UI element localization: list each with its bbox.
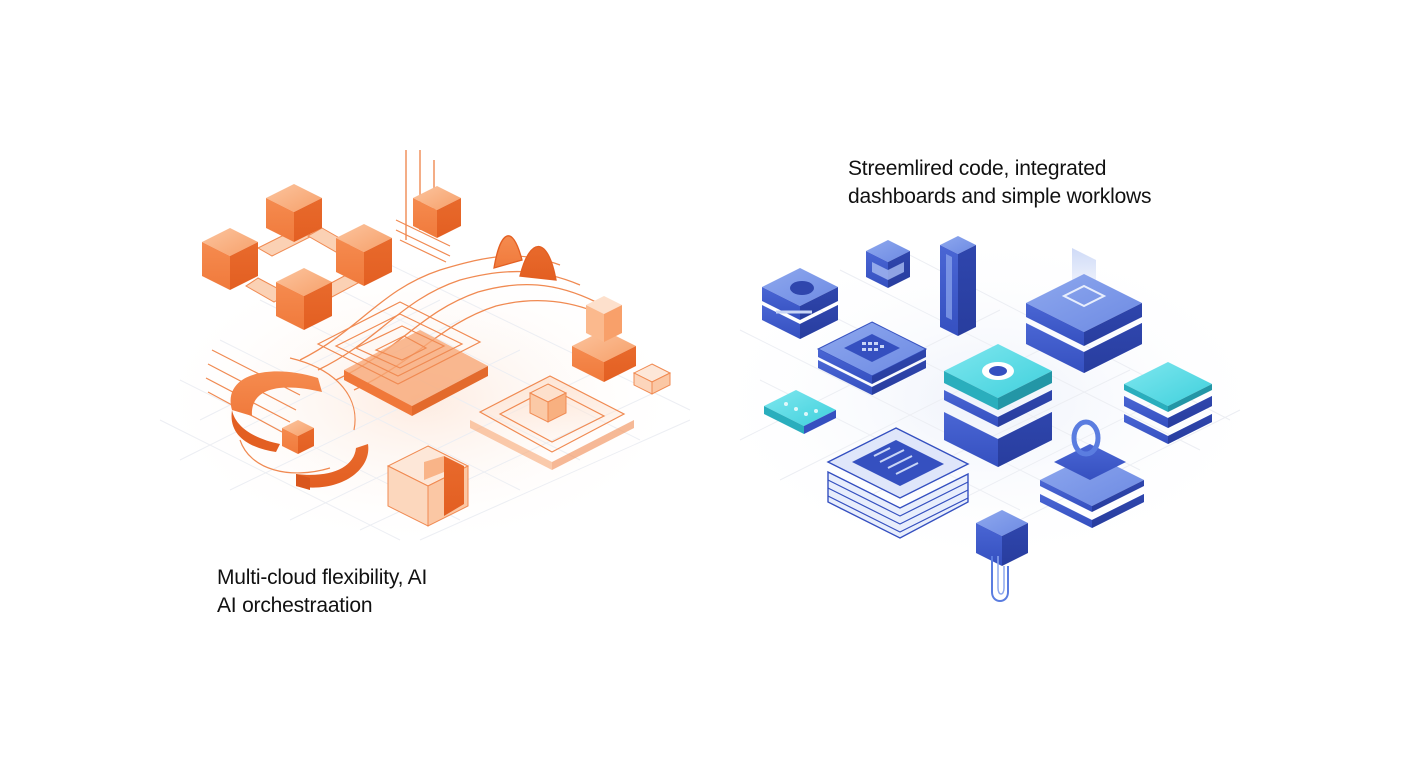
caption-right: Streemlired code, integrated dashboards … [848, 155, 1152, 211]
caption-right-line2: dashboards and simple worklows [848, 185, 1152, 208]
teal-core-stack-icon [944, 344, 1052, 467]
caption-left-line2: AI orchestraation [217, 594, 373, 617]
teal-keypad-icon [764, 390, 836, 434]
chip-tile-icon [816, 321, 928, 395]
caption-right-line1: Streemlired code, integrated [848, 157, 1107, 180]
cube-pin-icon [976, 510, 1028, 602]
document-stack-icon [826, 427, 970, 539]
spiral-platform-icon [316, 301, 488, 416]
glass-cube-icon [386, 445, 470, 527]
linked-cubes-icon [202, 184, 392, 330]
stacked-cubes-icon [572, 296, 672, 395]
ring-orbit-icon [205, 349, 369, 490]
vertical-lines-cube-icon [395, 150, 461, 263]
server-node-icon [762, 268, 838, 339]
caption-left: Multi-cloud flexibility, AI AI orchestra… [217, 564, 427, 620]
ring-stack-icon [1040, 419, 1144, 528]
small-cube-icon [866, 240, 910, 288]
caption-left-line1: Multi-cloud flexibility, AI [217, 566, 428, 589]
stacked-layer-icon [1026, 248, 1142, 373]
teal-flat-stack-icon [1124, 362, 1212, 444]
tall-pillar-icon [940, 236, 976, 336]
layered-tile-icon [470, 375, 634, 470]
